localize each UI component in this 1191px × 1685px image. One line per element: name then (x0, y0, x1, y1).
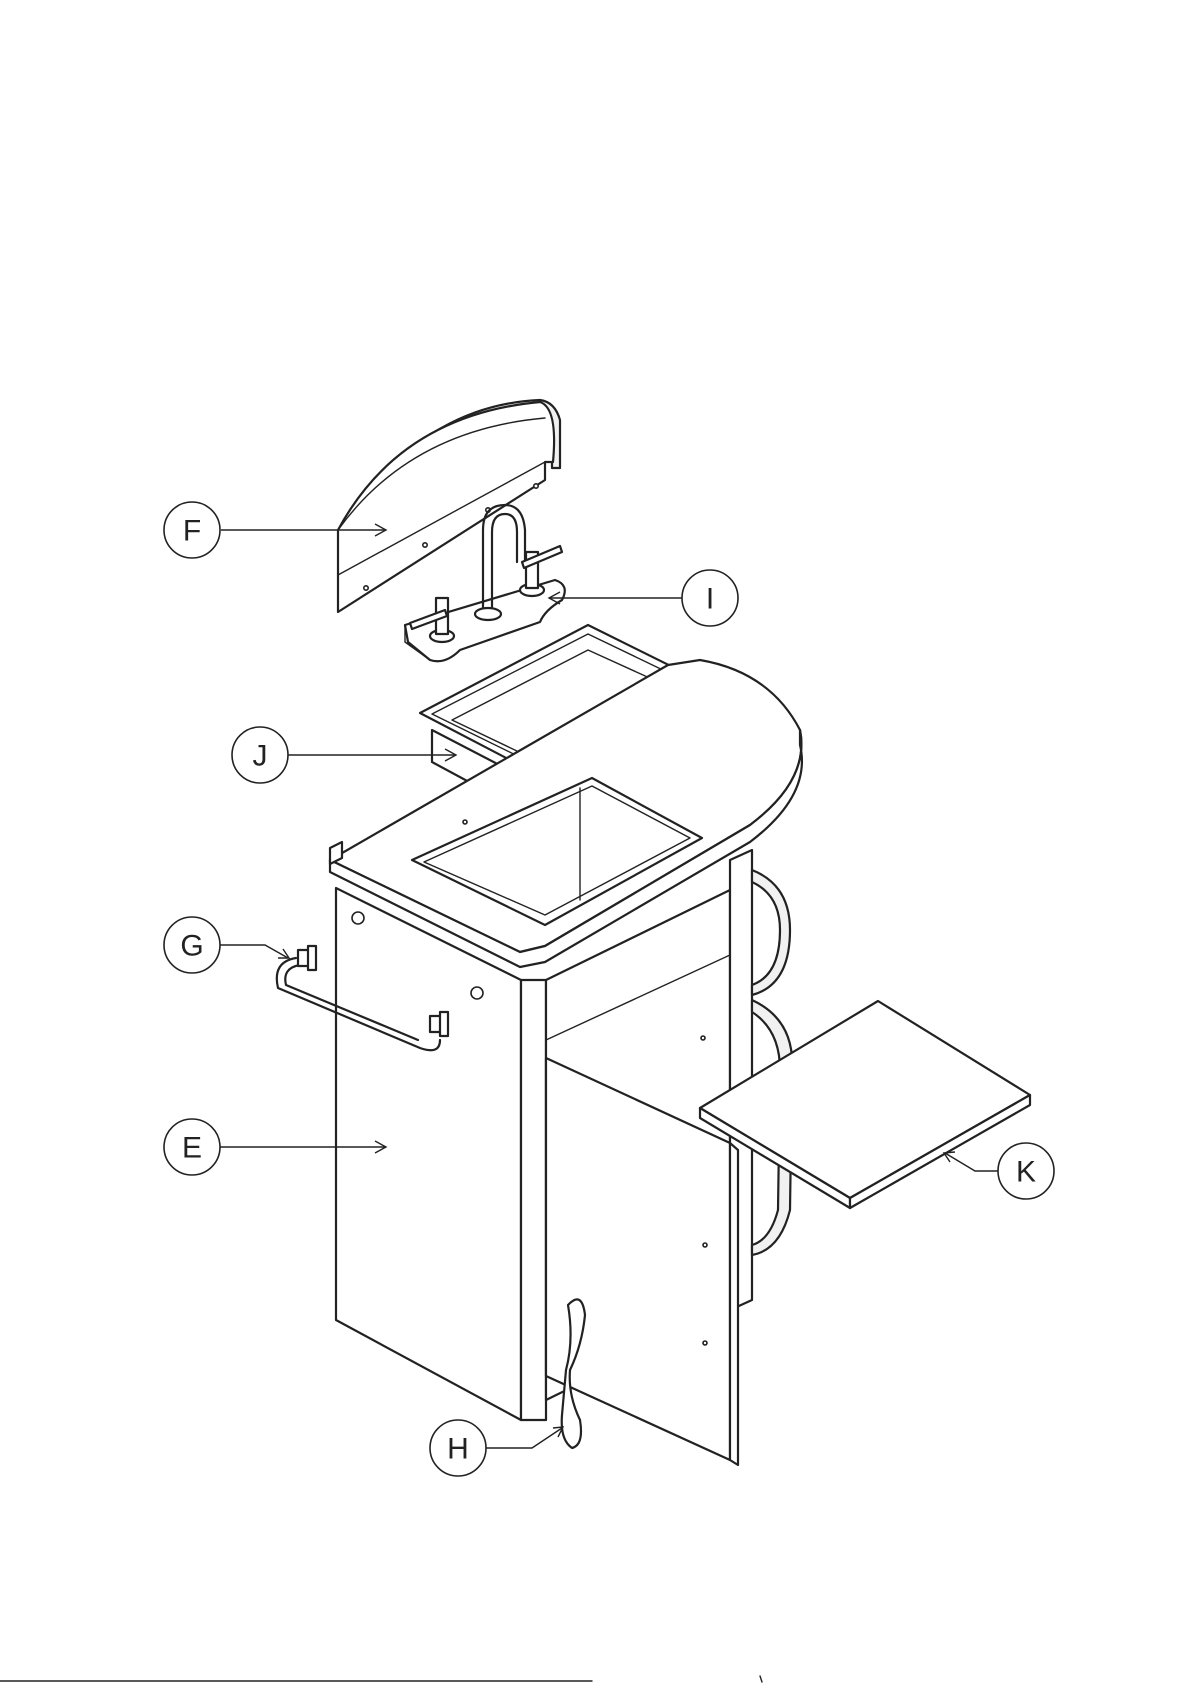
callout-letter-k: K (1016, 1156, 1036, 1189)
callout-letter-j: J (253, 740, 268, 773)
callout-letter-i: I (706, 583, 714, 616)
callout-f: F (164, 502, 220, 558)
callout-letter-h: H (447, 1433, 469, 1466)
callout-h: H (430, 1420, 486, 1476)
callout-g: G (164, 917, 220, 973)
callout-k: K (998, 1143, 1054, 1199)
callout-letter-g: G (180, 930, 203, 963)
callout-i: I (682, 570, 738, 626)
callout-letter-f: F (183, 515, 201, 548)
callout-e: E (164, 1119, 220, 1175)
callout-letter-e: E (182, 1132, 202, 1165)
bottom-tick (760, 1676, 762, 1682)
callout-j: J (232, 727, 288, 783)
